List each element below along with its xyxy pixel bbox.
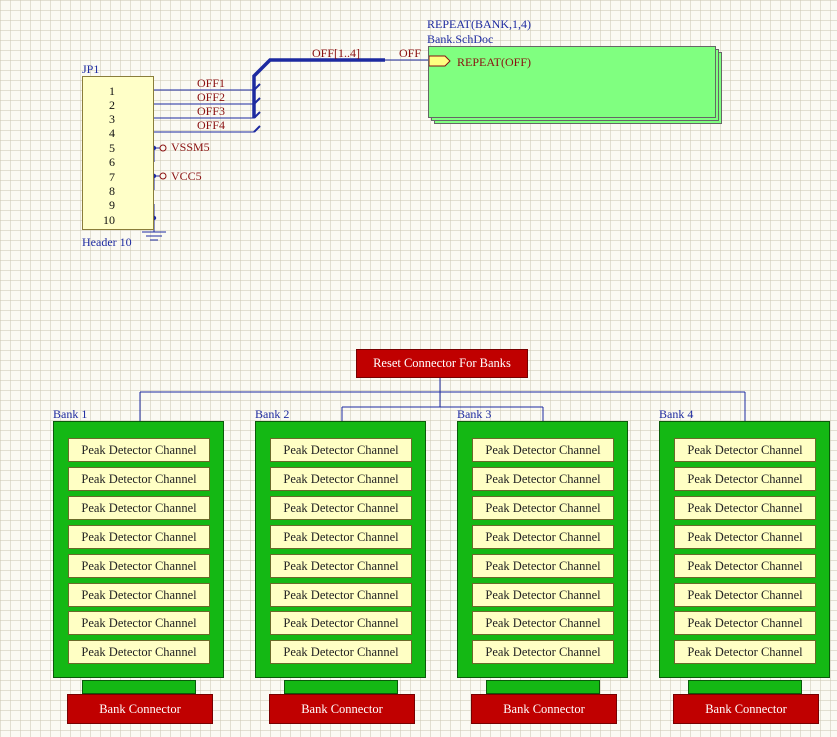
pin-10: 10	[103, 213, 115, 227]
pin-3: 3	[109, 112, 115, 126]
pin-9: 9	[109, 198, 115, 212]
sheet-entry-label: REPEAT(OFF)	[457, 55, 532, 69]
net-label-bus: OFF[1..4]	[312, 46, 361, 60]
channel[interactable]: Peak Detector Channel	[68, 611, 210, 635]
channel[interactable]: Peak Detector Channel	[472, 640, 614, 664]
pin-6: 6	[109, 155, 115, 169]
channel[interactable]: Peak Detector Channel	[68, 554, 210, 578]
pin-4: 4	[109, 126, 115, 140]
bank-4[interactable]: Peak Detector Channel Peak Detector Chan…	[659, 421, 830, 678]
channel[interactable]: Peak Detector Channel	[68, 640, 210, 664]
channel[interactable]: Peak Detector Channel	[270, 611, 412, 635]
bank-title: Bank 3	[457, 407, 492, 421]
bank-title: Bank 1	[53, 407, 88, 421]
bank-connector-stub	[486, 680, 600, 694]
bank-connector[interactable]: Bank Connector	[269, 694, 415, 724]
channel[interactable]: Peak Detector Channel	[674, 467, 816, 491]
bus-line	[252, 58, 385, 118]
bank-connector-stub	[688, 680, 802, 694]
power-port-vssm5: VSSM5	[171, 140, 210, 154]
channel[interactable]: Peak Detector Channel	[270, 554, 412, 578]
channel[interactable]: Peak Detector Channel	[472, 611, 614, 635]
channel[interactable]: Peak Detector Channel	[270, 583, 412, 607]
vcc5-port-circle	[159, 172, 167, 180]
bank-1[interactable]: Peak Detector Channel Peak Detector Chan…	[53, 421, 224, 678]
sheet-entry-arrow-icon	[429, 55, 451, 67]
net-label-off3: OFF3	[197, 104, 226, 118]
channel[interactable]: Peak Detector Channel	[270, 525, 412, 549]
header-comment: Header 10	[82, 235, 132, 249]
pin-7: 7	[109, 170, 115, 184]
pin-8: 8	[109, 184, 115, 198]
net-label-off1: OFF1	[197, 76, 226, 90]
reset-connector[interactable]: Reset Connector For Banks	[356, 349, 528, 378]
channel[interactable]: Peak Detector Channel	[674, 438, 816, 462]
net-label-off2: OFF2	[197, 90, 226, 104]
power-port-vcc5: VCC5	[171, 169, 202, 183]
channel[interactable]: Peak Detector Channel	[472, 554, 614, 578]
channel[interactable]: Peak Detector Channel	[674, 611, 816, 635]
header-jp1[interactable]: 1 2 3 4 5 6 7 8 9 10	[82, 76, 154, 230]
channel[interactable]: Peak Detector Channel	[270, 640, 412, 664]
sheet-designator: REPEAT(BANK,1,4)	[427, 17, 531, 31]
channel[interactable]: Peak Detector Channel	[68, 467, 210, 491]
net-label-off4: OFF4	[197, 118, 226, 132]
bank-connector-stub	[284, 680, 398, 694]
bank-title: Bank 4	[659, 407, 694, 421]
channel[interactable]: Peak Detector Channel	[674, 583, 816, 607]
channel[interactable]: Peak Detector Channel	[674, 496, 816, 520]
sheet-filename: Bank.SchDoc	[427, 32, 494, 46]
channel[interactable]: Peak Detector Channel	[472, 438, 614, 462]
channel[interactable]: Peak Detector Channel	[472, 525, 614, 549]
pin-5: 5	[109, 141, 115, 155]
pin-2: 2	[109, 98, 115, 112]
bank-2[interactable]: Peak Detector Channel Peak Detector Chan…	[255, 421, 426, 678]
channel[interactable]: Peak Detector Channel	[674, 554, 816, 578]
bank-3[interactable]: Peak Detector Channel Peak Detector Chan…	[457, 421, 628, 678]
channel[interactable]: Peak Detector Channel	[270, 467, 412, 491]
bank-connector[interactable]: Bank Connector	[673, 694, 819, 724]
channel[interactable]: Peak Detector Channel	[472, 467, 614, 491]
bank-connector[interactable]: Bank Connector	[67, 694, 213, 724]
channel[interactable]: Peak Detector Channel	[68, 496, 210, 520]
vssm5-port-circle	[159, 144, 167, 152]
channel[interactable]: Peak Detector Channel	[472, 583, 614, 607]
sheet-symbol[interactable]: REPEAT(OFF)	[428, 46, 716, 118]
channel[interactable]: Peak Detector Channel	[68, 438, 210, 462]
channel[interactable]: Peak Detector Channel	[270, 496, 412, 520]
bank-connector-stub	[82, 680, 196, 694]
pin-1: 1	[109, 84, 115, 98]
channel[interactable]: Peak Detector Channel	[270, 438, 412, 462]
channel[interactable]: Peak Detector Channel	[674, 640, 816, 664]
bank-title: Bank 2	[255, 407, 290, 421]
channel[interactable]: Peak Detector Channel	[68, 525, 210, 549]
net-label-off: OFF	[399, 46, 422, 60]
channel[interactable]: Peak Detector Channel	[472, 496, 614, 520]
channel[interactable]: Peak Detector Channel	[68, 583, 210, 607]
bank-connector[interactable]: Bank Connector	[471, 694, 617, 724]
channel[interactable]: Peak Detector Channel	[674, 525, 816, 549]
header-designator: JP1	[82, 62, 100, 76]
